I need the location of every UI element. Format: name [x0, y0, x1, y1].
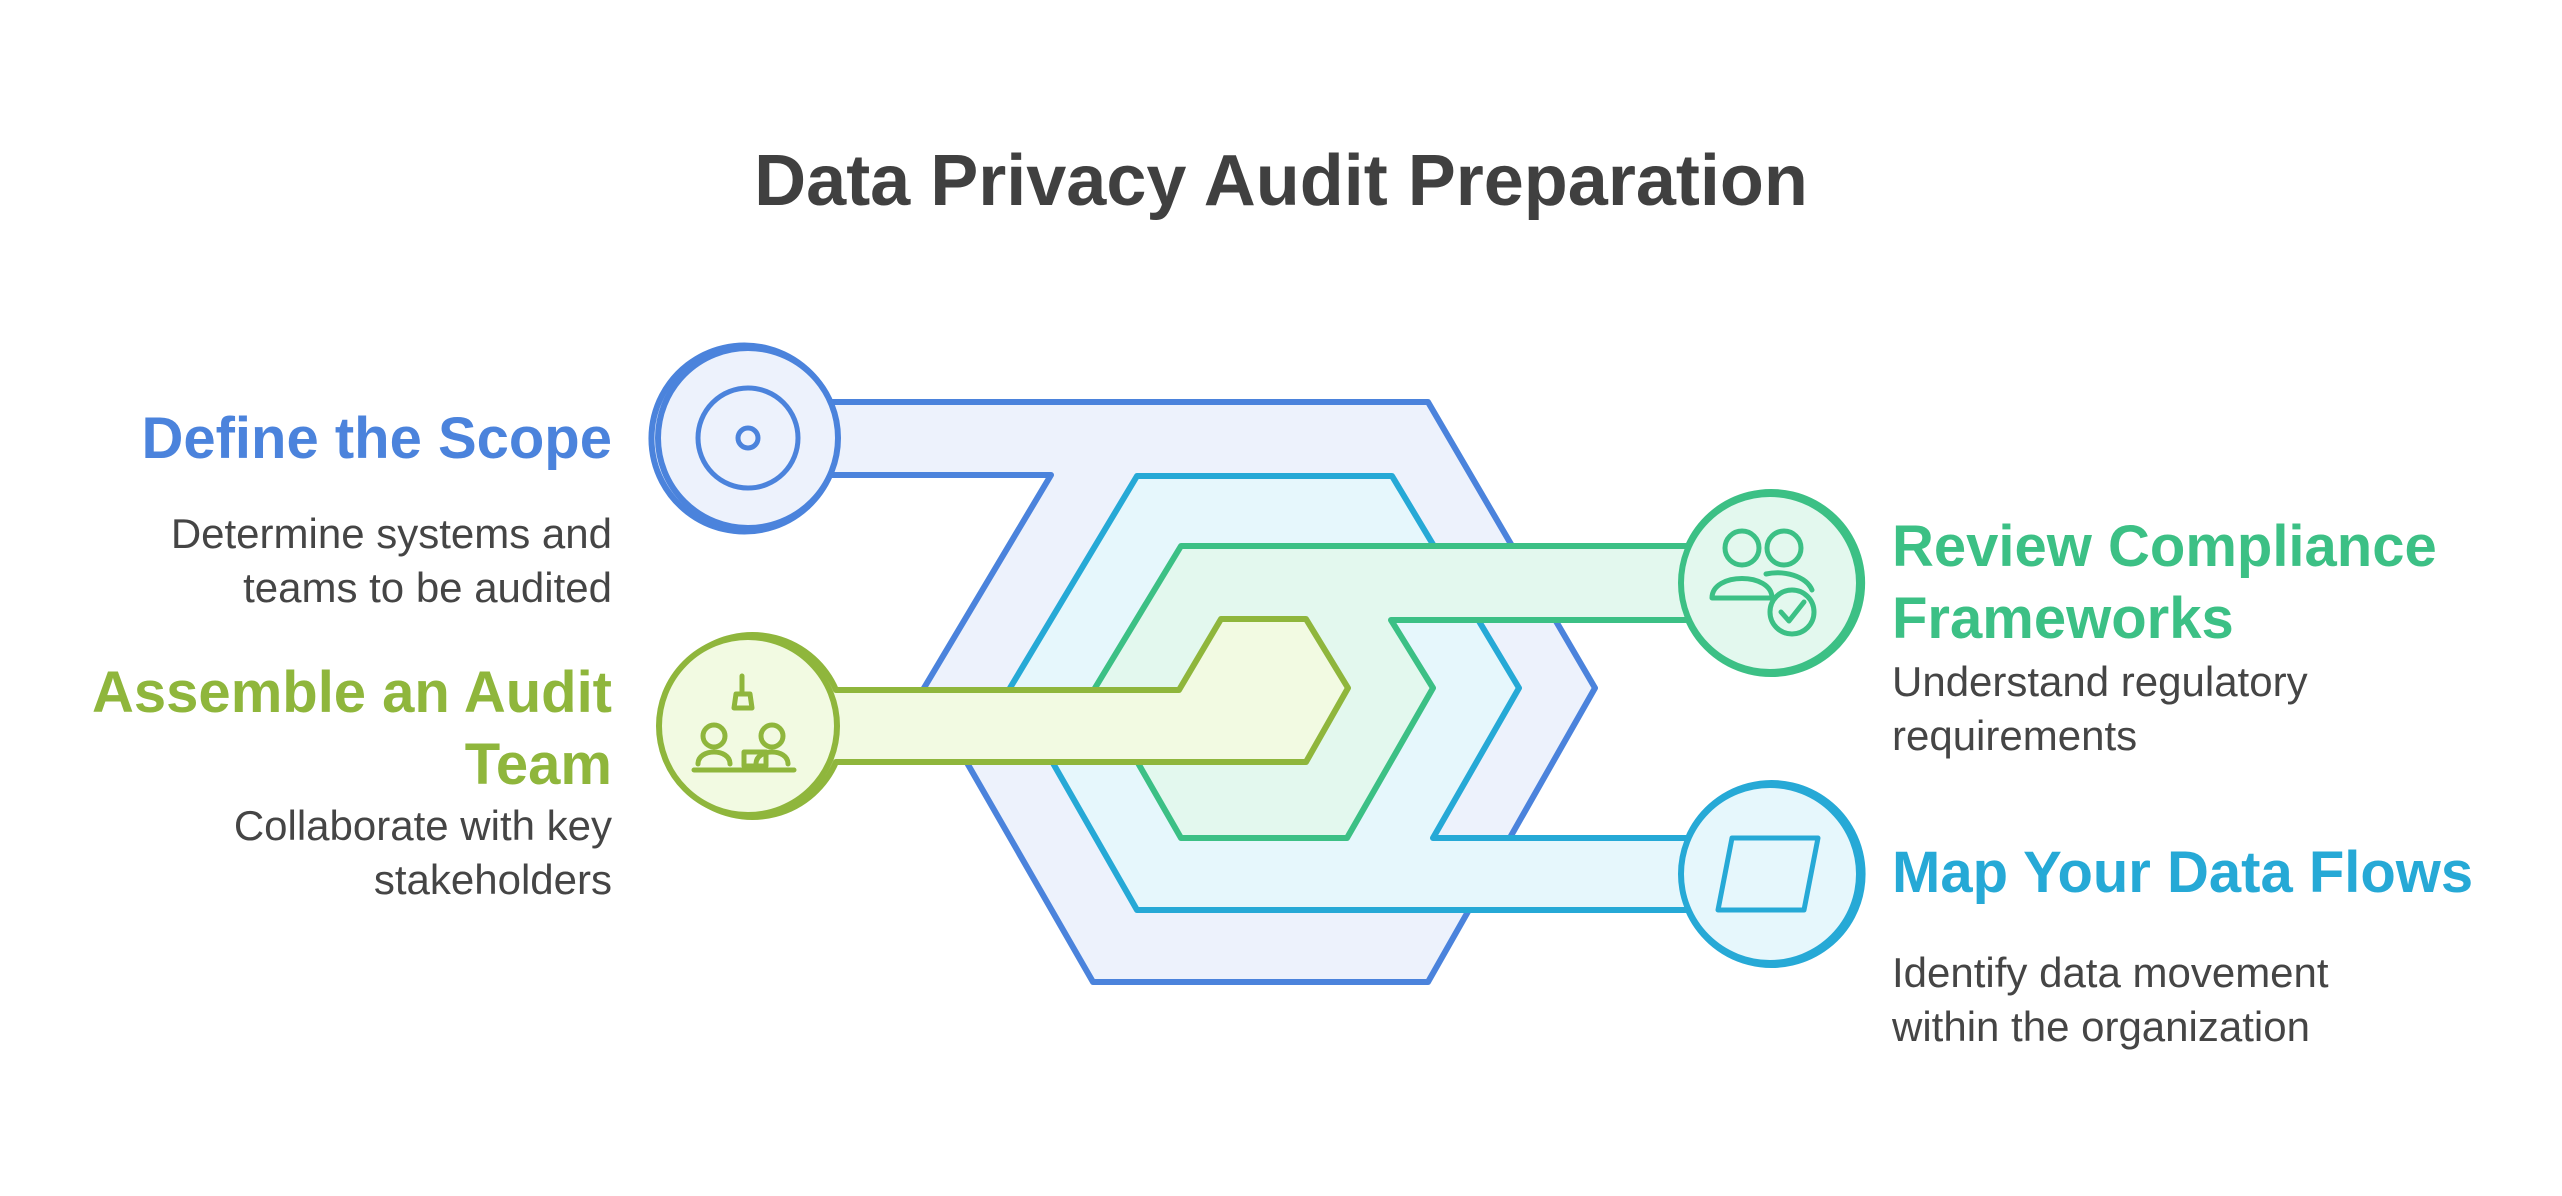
team-heading-line-1: Assemble an Audit	[92, 660, 612, 725]
parallelogram-icon	[1715, 835, 1821, 913]
team-band	[656, 616, 1351, 820]
team-meeting-icon	[691, 673, 797, 773]
page-title: Data Privacy Audit Preparation	[754, 141, 1808, 221]
dataflows-description-line-1: Identify data movement	[1892, 949, 2329, 996]
team-heading-line-2: Team	[465, 732, 612, 797]
target-icon	[695, 385, 801, 491]
compliance-heading-line-2: Frameworks	[1892, 586, 2234, 651]
users-check-icon	[1709, 528, 1817, 637]
dataflows-heading: Map Your Data Flows	[1892, 840, 2473, 905]
scope-heading: Define the Scope	[141, 406, 612, 471]
compliance-node	[1678, 491, 1862, 675]
scope-description-line-2: teams to be audited	[243, 564, 612, 611]
team-description-line-2: stakeholders	[374, 856, 612, 903]
compliance-description-line-2: requirements	[1892, 712, 2137, 759]
team-description-line-1: Collaborate with key	[234, 802, 612, 849]
scope-node	[655, 345, 841, 531]
scope-description-line-1: Determine systems and	[171, 510, 612, 557]
compliance-heading-line-1: Review Compliance	[1892, 514, 2437, 579]
compliance-description-line-1: Understand regulatory	[1892, 658, 2308, 705]
team-node	[656, 634, 840, 818]
dataflows-node	[1678, 782, 1862, 966]
dataflows-description-line-2: within the organization	[1891, 1003, 2310, 1050]
